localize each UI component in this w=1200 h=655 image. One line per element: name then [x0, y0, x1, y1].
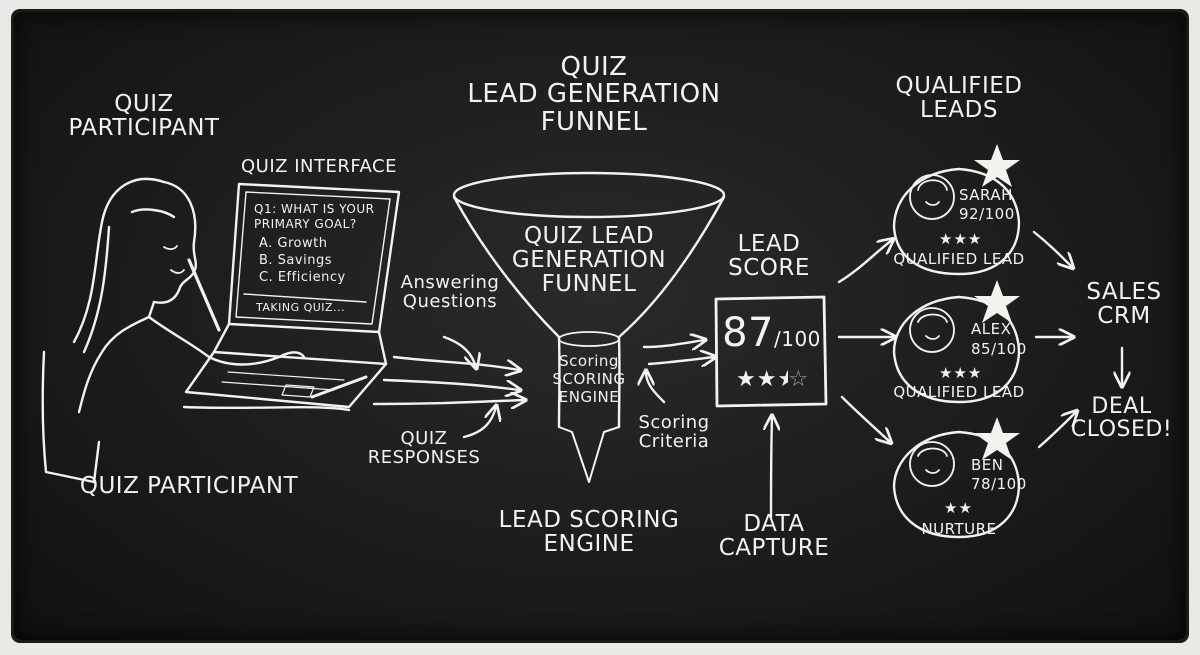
- ben-star-badge: [974, 417, 1020, 460]
- lead-score-title: LEAD SCORE: [728, 231, 810, 282]
- lead-ben-stars: ★★: [944, 499, 973, 517]
- score-max: /100: [773, 327, 821, 351]
- sales-crm-label: SALES CRM: [1086, 279, 1162, 330]
- funnel-shape: [452, 171, 726, 483]
- score-number: 87: [722, 310, 774, 356]
- lead-sarah-stars: ★★★: [939, 230, 983, 248]
- alex-circle: [892, 295, 1021, 404]
- deal-closed-label: DEAL CLOSED!: [1070, 394, 1173, 443]
- lead-scoring-engine-label: LEAD SCORING ENGINE: [498, 507, 680, 558]
- lead-sarah-score: 92/100: [959, 205, 1015, 223]
- quiz-interface-label: QUIZ INTERFACE: [241, 156, 397, 177]
- quiz-option-c: C. Efficiency: [259, 269, 346, 285]
- quiz-question: Q1: WHAT IS YOUR PRIMARY GOAL?: [254, 202, 375, 231]
- lead-sarah-label: QUALIFIED LEAD: [893, 250, 1025, 268]
- funnel-label: QUIZ LEAD GENERATION FUNNEL: [511, 223, 667, 298]
- participant-figure: [72, 177, 306, 414]
- chalkboard: QUIZ LEAD GENERATION FUNNEL QUIZ PARTICI…: [14, 12, 1186, 640]
- sarah-circle: [892, 167, 1021, 276]
- funnel-neck-label: Scoring SCORING ENGINE: [552, 352, 626, 406]
- lead-alex-name: ALEX: [971, 320, 1012, 338]
- alex-star-badge: [974, 280, 1020, 323]
- diagram-drawing: [41, 144, 1186, 539]
- answering-questions-label: Answering Questions: [400, 272, 500, 312]
- data-capture-label: DATA CAPTURE: [718, 511, 830, 562]
- lead-sarah-name: SARAH: [959, 186, 1013, 204]
- lead-ben-score: 78/100: [971, 475, 1027, 493]
- lead-ben-label: NURTURE: [921, 520, 997, 538]
- quiz-option-b: B. Savings: [259, 252, 332, 268]
- quiz-responses-label: QUIZ RESPONSES: [367, 428, 481, 468]
- sarah-star-badge: [974, 144, 1020, 187]
- quiz-options: A. Growth B. Savings C. Efficiency: [259, 236, 369, 287]
- lead-score-box: [714, 295, 828, 408]
- lead-ben-name: BEN: [971, 456, 1004, 474]
- qualified-leads-title: QUALIFIED LEADS: [895, 73, 1023, 124]
- laptop: [184, 182, 401, 409]
- scoring-criteria-label: Scoring Criteria: [638, 412, 710, 452]
- lead-alex-score: 85/100: [971, 340, 1027, 358]
- pencil-on-desk: [310, 375, 368, 399]
- participant-title-top: QUIZ PARTICIPANT: [68, 91, 220, 142]
- main-title: QUIZ LEAD GENERATION FUNNEL: [467, 52, 721, 137]
- ben-circle: [892, 430, 1021, 539]
- lead-score-value: 87/100: [719, 312, 824, 354]
- lead-alex-stars: ★★★: [939, 364, 983, 382]
- lead-score-stars: ★★★☆: [736, 367, 810, 392]
- pencil-in-hand: [187, 258, 221, 332]
- participant-title-bottom: QUIZ PARTICIPANT: [79, 473, 299, 499]
- lead-alex-label: QUALIFIED LEAD: [893, 383, 1025, 401]
- quiz-option-a: A. Growth: [259, 236, 328, 251]
- quiz-status: TAKING QUIZ...: [256, 301, 346, 314]
- chair-outline: [41, 350, 101, 484]
